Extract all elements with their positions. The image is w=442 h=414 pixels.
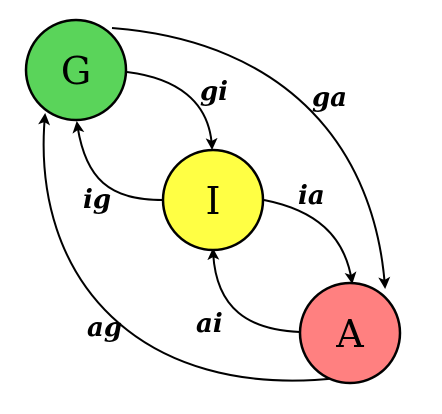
edge-label-ai: ai [196,309,223,339]
edge-a-to-i [207,248,301,333]
node-g: G [24,18,128,122]
node-i-circle [161,148,265,252]
node-i-label: I [205,179,220,223]
edge-g-to-a [111,27,391,289]
edge-i-to-a [263,199,357,284]
edge-g-to-i [126,71,218,150]
node-a-label: A [335,312,364,356]
edge-i-to-g [72,121,164,201]
edge-label-gi: gi [200,77,228,107]
edge-a-to-g [38,113,339,382]
edge-label-ia: ia [298,181,325,211]
edge-label-ig: ig [83,185,111,215]
node-i: I [161,148,265,252]
edge-label-ga: ga [312,83,347,113]
node-a-circle [298,281,402,385]
node-g-circle [24,18,128,122]
edge-label-ag: ag [87,313,122,343]
node-a: A [298,281,402,385]
node-g-label: G [61,49,91,93]
